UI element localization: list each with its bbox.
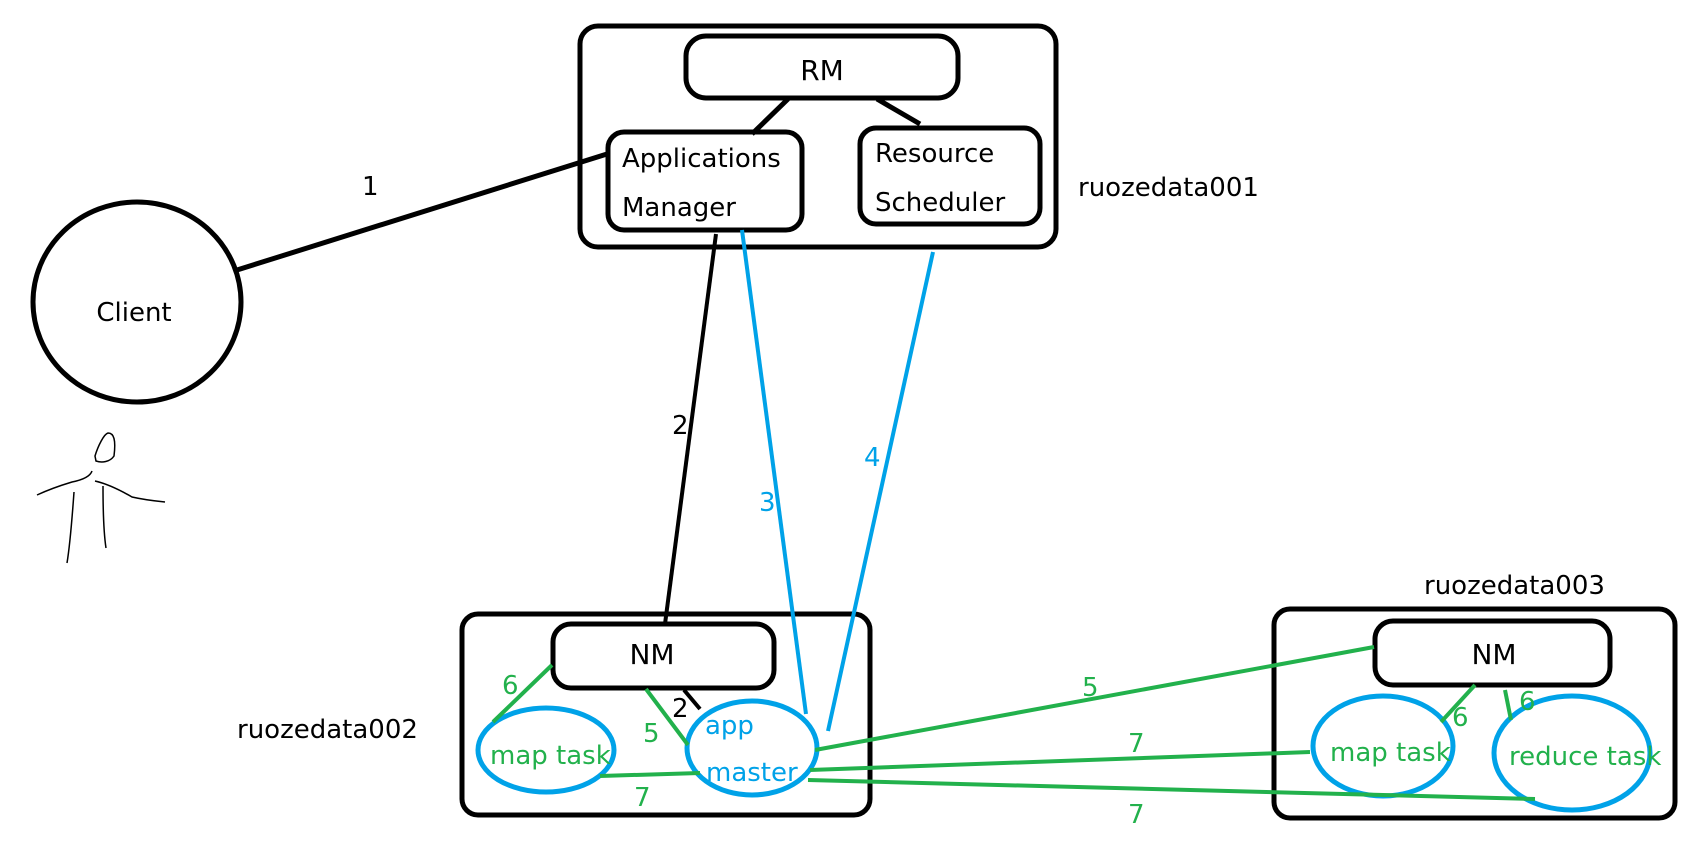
step-5-local-label: 5 bbox=[643, 719, 660, 749]
step-6-host2-label: 6 bbox=[502, 671, 519, 701]
reduce-task-host3-label: reduce task bbox=[1509, 742, 1661, 772]
resource-scheduler-label-2: Scheduler bbox=[875, 188, 1005, 218]
nm-label-host2: NM bbox=[629, 638, 674, 671]
host-ruozedata003-box bbox=[1271, 606, 1678, 821]
nm-node-host3 bbox=[1372, 618, 1613, 688]
nm-node-host2 bbox=[550, 621, 777, 691]
map-task-host2-label: map task bbox=[490, 741, 611, 771]
step-2-short-link bbox=[682, 688, 702, 711]
applications-manager-label-2: Manager bbox=[622, 193, 736, 223]
resource-scheduler-node bbox=[857, 125, 1043, 227]
step-2-link bbox=[663, 233, 718, 625]
step-6-host3-reduce-link bbox=[1503, 689, 1513, 721]
step-6-host3-reduce-label: 6 bbox=[1519, 687, 1536, 717]
client-node bbox=[30, 199, 244, 405]
host-ruozedata001-box bbox=[577, 23, 1059, 250]
step-7-remote-map-link bbox=[809, 750, 1311, 772]
applications-manager-label-1: Applications bbox=[622, 144, 781, 174]
step-5-remote-label: 5 bbox=[1082, 673, 1099, 703]
host-ruozedata001-label: ruozedata001 bbox=[1078, 173, 1259, 203]
map-task-host2 bbox=[475, 705, 617, 795]
applications-manager-node bbox=[605, 129, 805, 233]
app-master-label-1: app bbox=[705, 711, 754, 741]
step-3-link bbox=[740, 229, 808, 715]
step-7-local-link bbox=[599, 771, 701, 778]
user-stick-figure-icon bbox=[36, 432, 166, 564]
resource-scheduler-label-1: Resource bbox=[875, 139, 994, 169]
rm-to-am-link bbox=[750, 97, 790, 136]
step-6-host2-link bbox=[491, 663, 554, 724]
step-4-link bbox=[826, 251, 935, 732]
reduce-task-host3 bbox=[1491, 693, 1653, 813]
step-7-local-label: 7 bbox=[634, 783, 651, 813]
step-2-short-label: 2 bbox=[672, 694, 689, 724]
nm-label-host3: NM bbox=[1471, 638, 1516, 671]
step-1-label: 1 bbox=[362, 172, 379, 202]
rm-to-rs-link bbox=[875, 96, 922, 127]
step-7-remote-map-label: 7 bbox=[1128, 729, 1145, 759]
step-5-remote-link bbox=[814, 645, 1375, 752]
rm-node bbox=[683, 33, 961, 101]
map-task-host3-label: map task bbox=[1330, 738, 1451, 768]
step-2-label: 2 bbox=[672, 411, 689, 441]
host-ruozedata003-label: ruozedata003 bbox=[1424, 571, 1605, 601]
step-5-local-link bbox=[644, 687, 690, 747]
host-ruozedata002-label: ruozedata002 bbox=[237, 715, 418, 745]
rm-label: RM bbox=[800, 54, 844, 87]
step-4-label: 4 bbox=[864, 443, 881, 473]
step-6-host3-map-link bbox=[1439, 683, 1477, 724]
client-label: Client bbox=[96, 298, 171, 328]
app-master-label-2: master bbox=[706, 758, 798, 788]
step-3-label: 3 bbox=[759, 488, 776, 518]
step-1-link bbox=[236, 151, 608, 273]
step-7-remote-reduce-label: 7 bbox=[1128, 800, 1145, 830]
step-7-remote-reduce-link bbox=[807, 778, 1536, 801]
step-6-host3-map-label: 6 bbox=[1452, 703, 1469, 733]
